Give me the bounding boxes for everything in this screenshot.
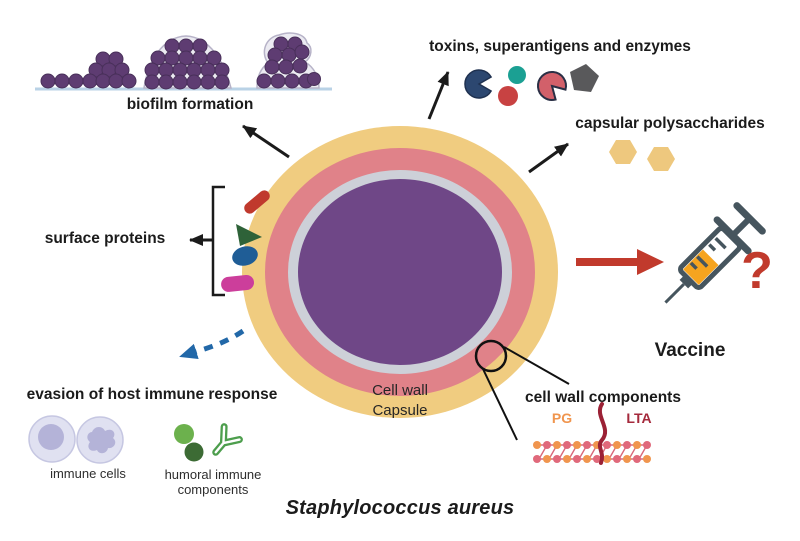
magnifier-line: [482, 368, 518, 441]
lta-strand-icon: [597, 402, 608, 465]
evasion-dashed-arrow-icon: [179, 328, 245, 360]
diagram-title: Staphylococcus aureus: [285, 497, 515, 519]
capsule-ring-label: Capsule: [372, 402, 428, 419]
polysaccharide-hexagon-icon: [647, 147, 675, 171]
biofilm-stage-icon: [35, 32, 332, 91]
immune-cell-nucleus: [38, 424, 64, 450]
surface-proteins-label: surface proteins: [44, 230, 166, 247]
magnifier-circle-icon: [474, 339, 508, 373]
surface-protein-rod-icon: [244, 190, 270, 214]
complement-dot-icon: [184, 442, 204, 462]
pg-lattice-row-top: [533, 441, 651, 449]
antibody-icon: [212, 423, 243, 456]
magnifier-line: [503, 346, 570, 385]
toxin-dot-red-icon: [498, 86, 518, 106]
pg-lattice-row-bottom: [533, 455, 651, 463]
biofilm-label: biofilm formation: [126, 96, 254, 113]
pg-label: PG: [551, 410, 573, 426]
bacterium-cell: [242, 126, 558, 418]
biofilm-stage-3: [144, 38, 230, 90]
biofilm-arrow: [242, 124, 290, 159]
syringe-plunger-handle: [733, 202, 766, 235]
surface-protein-oval-icon: [232, 246, 258, 266]
complement-dot-icon: [174, 424, 194, 444]
surface-protein-triangle-icon: [236, 224, 262, 246]
toxins-icon-group: [464, 64, 599, 106]
syringe-fluid: [683, 249, 719, 285]
polysaccharide-hexagon-icon: [609, 140, 637, 164]
capsular-label: capsular polysaccharides: [575, 115, 765, 132]
biofilm-stage-4: [256, 36, 321, 89]
capsular-arrow: [528, 142, 569, 174]
toxin-pacman-red-icon: [537, 71, 567, 101]
syringe-nozzle: [679, 274, 694, 289]
question-mark-icon: ?: [741, 242, 773, 300]
toxin-pacman-blue-icon: [464, 69, 493, 99]
immune-cell-lobed-nucleus: [87, 427, 116, 454]
immune-cells-icon-group: [28, 415, 124, 464]
toxin-pentagon-icon: [570, 64, 599, 92]
syringe-icon: [664, 202, 766, 304]
cell-wall-components-label: cell wall components: [525, 389, 681, 406]
biofilm-stage-1: [40, 73, 84, 89]
surface-proteins-icon-group: [221, 190, 270, 292]
syringe-needle: [664, 283, 685, 304]
lta-label: LTA: [626, 410, 652, 426]
biofilm-stage-2: [82, 51, 137, 89]
toxin-dot-teal-icon: [508, 66, 526, 84]
humoral-components-icon-group: [174, 423, 243, 462]
surface-proteins-bracket: [211, 185, 225, 297]
syringe-plunger-rod: [731, 217, 751, 237]
toxins-label: toxins, superantigens and enzymes: [429, 38, 691, 55]
humoral-components-label: humoral immune components: [164, 467, 262, 498]
vaccine-arrow-icon: [576, 249, 664, 275]
surface-protein-capsule-icon: [221, 275, 255, 292]
toxins-arrow: [427, 71, 450, 120]
cytoplasm: [298, 179, 502, 365]
polysaccharide-hexagons: [609, 140, 675, 171]
pg-lattice-icon: [533, 441, 651, 463]
cell-wall-ring-label: Cell wall: [372, 382, 428, 399]
vaccine-label: Vaccine: [654, 340, 726, 361]
immune-cells-label: immune cells: [50, 466, 126, 481]
evasion-label: evasion of host immune response: [26, 386, 278, 403]
